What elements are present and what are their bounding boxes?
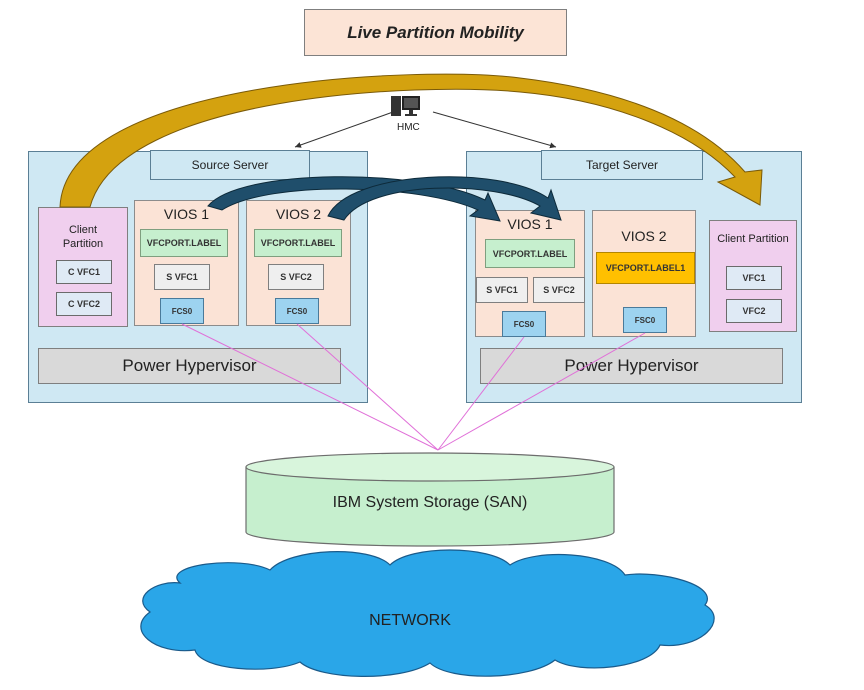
- source-vios2-port-label: VFCPORT.LABEL: [254, 229, 342, 257]
- source-vios1-svfc: S VFC1: [154, 264, 210, 290]
- vios2-migration-arrow: [327, 176, 562, 221]
- source-vios1: [134, 200, 239, 326]
- target-vios2-fcs: FSC0: [623, 307, 667, 333]
- source-vios2-label: VIOS 2: [275, 206, 322, 222]
- target-vios2-port-label: VFCPORT.LABEL1: [596, 252, 695, 284]
- target-client-label: Client Partition: [717, 233, 789, 245]
- hmc-to-source-arrow: [294, 111, 394, 148]
- target-hypervisor: Power Hypervisor: [480, 348, 783, 384]
- target-vios1-fcs: FCS0: [502, 311, 546, 337]
- hmc-label: HMC: [397, 122, 420, 133]
- target-vios1-port-label: VFCPORT.LABEL: [485, 239, 575, 268]
- source-cvfc2: C VFC2: [56, 292, 112, 316]
- target-vios1-svfc2: S VFC2: [533, 277, 585, 303]
- source-hypervisor: Power Hypervisor: [38, 348, 341, 384]
- target-vios1-label: VIOS 1: [507, 216, 553, 232]
- source-vios1-label: VIOS 1: [163, 206, 210, 222]
- partition-migration-arrow: [59, 73, 763, 208]
- storage-label: IBM System Storage (SAN): [332, 494, 528, 511]
- hmc-to-target-arrow: [432, 111, 557, 149]
- target-vios1-svfc1: S VFC1: [476, 277, 528, 303]
- source-server-label: Source Server: [150, 150, 310, 180]
- source-vios1-port-label: VFCPORT.LABEL: [140, 229, 228, 257]
- target-vfc2: VFC2: [726, 299, 782, 323]
- network-label: NETWORK: [369, 612, 451, 629]
- source-vios2-fcs: FCS0: [275, 298, 319, 324]
- hmc-computer-icon: [390, 94, 432, 118]
- target-server-label: Target Server: [541, 150, 703, 180]
- target-vfc1: VFC1: [726, 266, 782, 290]
- source-vios2-svfc: S VFC2: [268, 264, 324, 290]
- source-cvfc1: C VFC1: [56, 260, 112, 284]
- storage-cylinder: [245, 452, 615, 547]
- diagram-title: Live Partition Mobility: [304, 9, 567, 56]
- network-cloud: [140, 549, 715, 677]
- source-vios1-fcs: FCS0: [160, 298, 204, 324]
- san-links: [181, 323, 646, 451]
- target-vios2-label: VIOS 2: [621, 228, 667, 244]
- source-client-label: Client Partition: [62, 224, 104, 250]
